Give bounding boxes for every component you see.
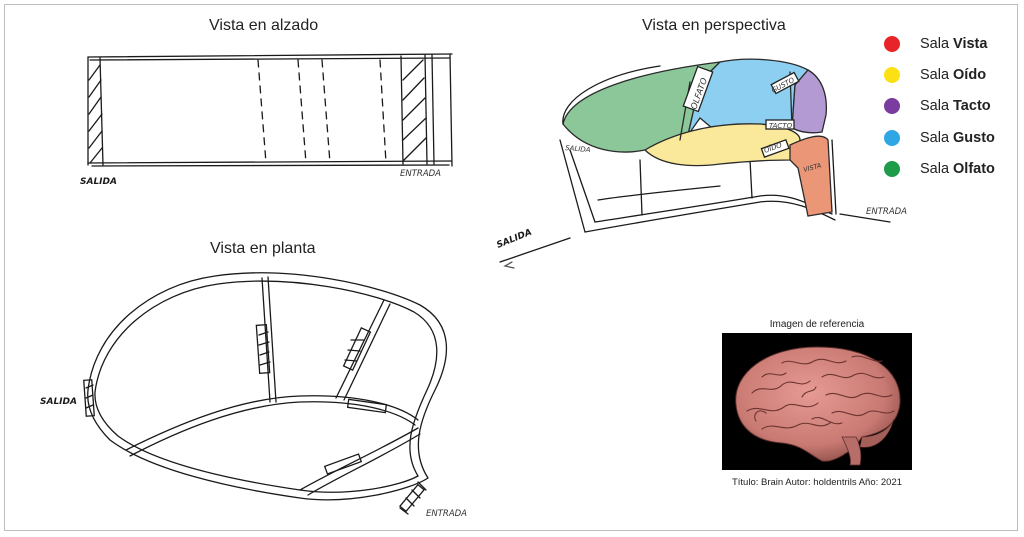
reference-image-heading: Imagen de referencia — [769, 319, 865, 330]
legend-room-name: Vista — [953, 36, 988, 52]
legend-prefix: Sala — [920, 130, 950, 146]
figure-frame — [4, 4, 1018, 531]
legend-prefix: Sala — [920, 161, 950, 177]
plan-entrance-label: ENTRADA — [426, 509, 467, 519]
legend-color-dot — [884, 98, 900, 114]
elevation-exit-label: SALIDA — [80, 177, 117, 187]
legend-room-name: Olfato — [953, 161, 995, 177]
legend-item-oido: Sala Oído — [884, 65, 1024, 85]
legend-item-gusto: Sala Gusto — [884, 128, 1024, 148]
legend-item-vista: Sala Vista — [884, 34, 1024, 54]
legend-prefix: Sala — [920, 98, 950, 114]
brain-reference-image — [722, 333, 912, 470]
legend-item-olfato: Sala Olfato — [884, 159, 1024, 179]
legend-color-dot — [884, 130, 900, 146]
reference-image-caption: Título: Brain Autor: holdentrils Año: 20… — [731, 477, 903, 488]
legend-color-dot — [884, 67, 900, 83]
room-hearing — [643, 123, 801, 167]
brain-illustration — [735, 346, 901, 466]
perspective-inner-exit-label: SALIDA — [565, 144, 591, 154]
elevation-view-title: Vista en alzado — [209, 17, 319, 34]
legend-color-dot — [884, 161, 900, 177]
legend-item-tacto: Sala Tacto — [884, 96, 1024, 116]
room-sight — [789, 135, 833, 217]
elevation-entrance-label: ENTRADA — [400, 169, 441, 179]
plan-exit-label: SALIDA — [40, 397, 77, 407]
perspective-entrance-label: ENTRADA — [866, 207, 907, 217]
legend-prefix: Sala — [920, 67, 950, 83]
perspective-touch-label: TACTO — [769, 122, 793, 130]
room-taste — [687, 58, 810, 136]
perspective-view-title: Vista en perspectiva — [642, 17, 786, 34]
legend-room-name: Tacto — [953, 98, 991, 114]
legend-room-name: Gusto — [953, 130, 995, 146]
legend-prefix: Sala — [920, 36, 950, 52]
plan-view-title: Vista en planta — [210, 240, 316, 257]
legend-room-name: Oído — [953, 67, 987, 83]
legend-color-dot — [884, 36, 900, 52]
perspective-exit-label: SALIDA — [495, 228, 533, 251]
